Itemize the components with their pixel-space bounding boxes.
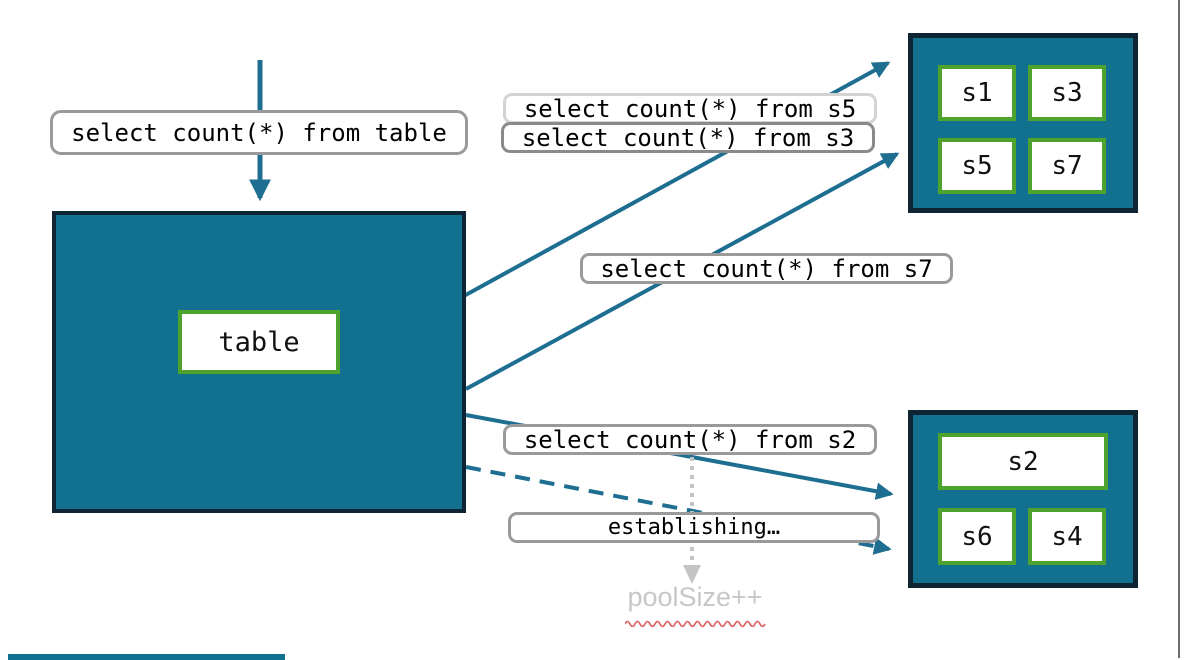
query-label-s3: select count(*) from s3 — [501, 122, 875, 153]
shard-label-s2: s2 — [1007, 446, 1039, 477]
shard-label-s7: s7 — [1051, 151, 1083, 181]
canvas-right-edge-line — [1178, 0, 1180, 658]
shard-label-s4: s4 — [1051, 521, 1083, 552]
table-node-label: table — [218, 326, 300, 358]
query-label-table-text: select count(*) from table — [71, 118, 447, 147]
spellcheck-squiggle — [625, 620, 766, 627]
shard-cell-s1: s1 — [938, 65, 1016, 121]
shard-label-s1: s1 — [961, 78, 993, 108]
query-label-s3-text: select count(*) from s3 — [521, 123, 855, 152]
shard-cell-s2: s2 — [938, 433, 1108, 490]
bottom-accent-bar — [8, 654, 285, 660]
query-label-s2-text: select count(*) from s2 — [523, 425, 857, 454]
query-label-s2: select count(*) from s2 — [503, 424, 877, 455]
shard-label-s5: s5 — [961, 151, 993, 181]
table-node: table — [52, 211, 466, 513]
query-label-s7-text: select count(*) from s7 — [600, 254, 933, 283]
query-label-s5: select count(*) from s5 — [503, 93, 877, 124]
table-node-label-box: table — [178, 310, 340, 374]
query-label-s5-text: select count(*) from s5 — [523, 94, 857, 123]
query-label-s7: select count(*) from s7 — [580, 253, 953, 284]
shard-cell-s7: s7 — [1028, 138, 1106, 194]
shard-cell-s3: s3 — [1028, 65, 1106, 121]
shard-cell-s4: s4 — [1028, 508, 1106, 565]
status-label-establishing-text: establishing… — [607, 514, 781, 540]
shard-cell-s6: s6 — [938, 508, 1016, 565]
pool-size-note: poolSize++ — [605, 584, 785, 611]
shard-cell-s5: s5 — [938, 138, 1016, 194]
shard-pool-bottom: s2 s6 s4 — [908, 410, 1138, 588]
status-label-establishing: establishing… — [508, 512, 880, 543]
shard-label-s6: s6 — [961, 521, 993, 552]
pool-size-note-text: poolSize++ — [627, 582, 763, 612]
shard-pool-top: s1 s3 s5 s7 — [908, 33, 1138, 213]
shard-label-s3: s3 — [1051, 78, 1083, 108]
dotted-pointer-arrowhead — [683, 565, 701, 584]
query-label-table: select count(*) from table — [50, 110, 468, 155]
